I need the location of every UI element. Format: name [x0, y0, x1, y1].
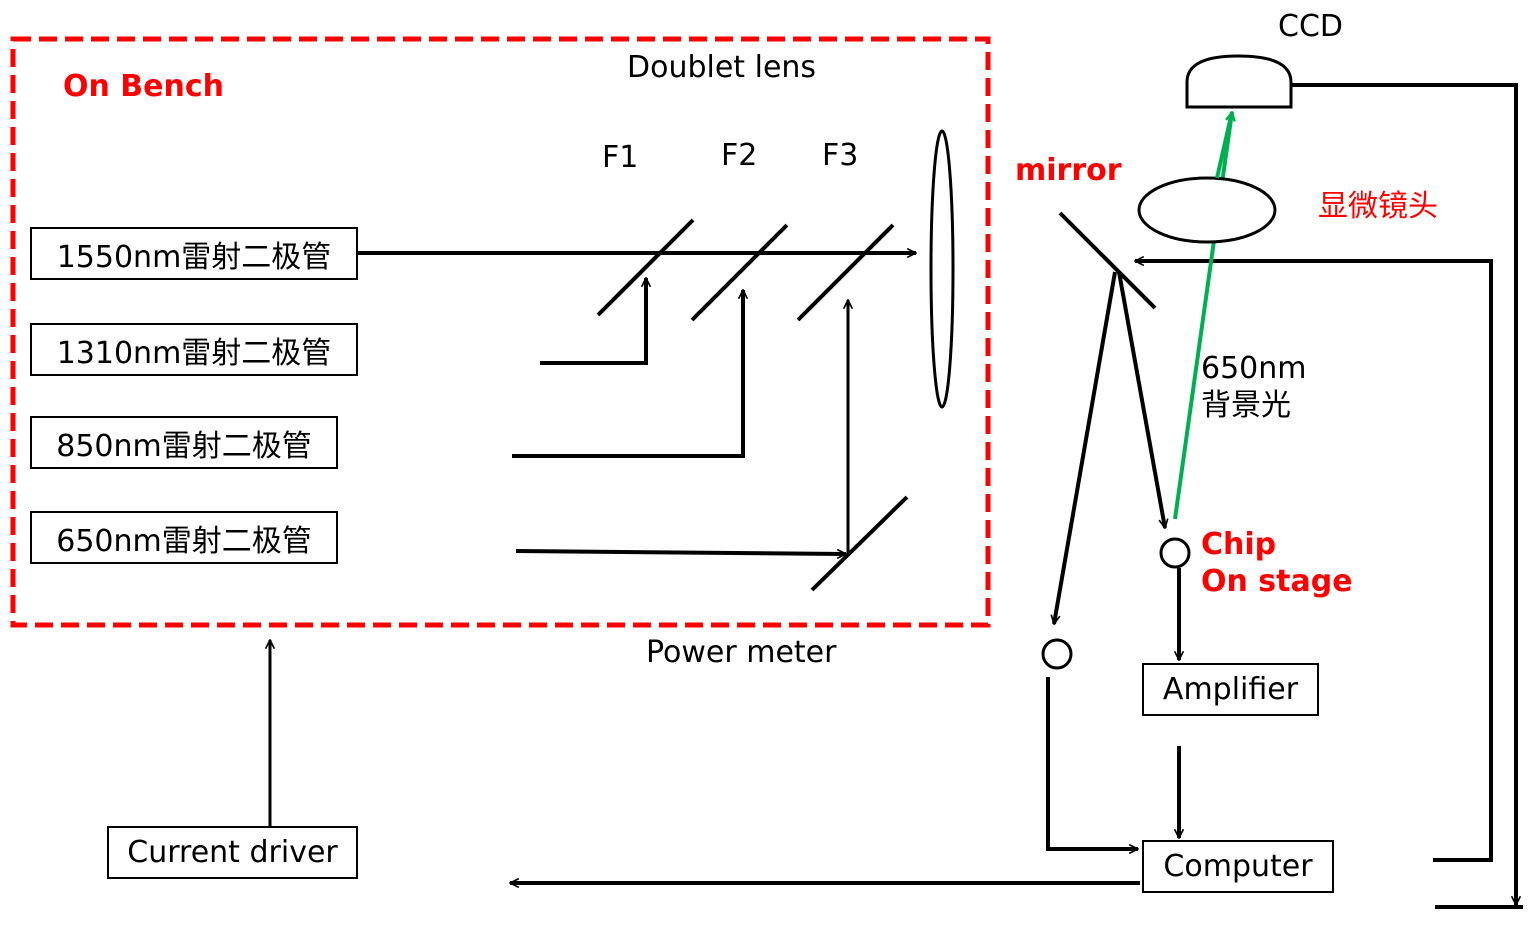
- laser-1310nm-box: 1310nm雷射二极管: [30, 323, 358, 376]
- beam-850: [512, 290, 743, 458]
- chip-label: Chip: [1201, 527, 1277, 562]
- ccd-cable: [1292, 83, 1516, 905]
- doublet-lens: [929, 129, 955, 409]
- filter-f2-label: F2: [721, 138, 758, 173]
- laser-1550nm-box: 1550nm雷射二极管: [30, 227, 358, 280]
- fold-mirror-650: [810, 495, 909, 592]
- backlight-label-text: 背景光: [1201, 388, 1291, 423]
- beam-to-chip: [1117, 271, 1165, 528]
- computer-box: Computer: [1142, 840, 1334, 893]
- ccd-label: CCD: [1278, 9, 1343, 44]
- filter-f3-mirror: [796, 223, 895, 322]
- current-driver-box: Current driver: [107, 826, 358, 879]
- fiber-to-mirror: [1135, 261, 1493, 262]
- amplifier-box: Amplifier: [1142, 663, 1319, 716]
- filter-f1-label: F1: [602, 140, 639, 175]
- filter-f2-mirror: [690, 223, 789, 322]
- beam-650: [515, 551, 846, 554]
- mirror-label: mirror: [1015, 153, 1122, 188]
- backlight-label-wavelength: 650nm: [1201, 351, 1307, 386]
- microscope-label: 显微镜头: [1318, 189, 1438, 224]
- backlight-beam: [1173, 112, 1232, 520]
- bench-title: On Bench: [63, 69, 225, 104]
- chip-on-stage: [1159, 537, 1191, 569]
- power-meter-label: Power meter: [646, 635, 837, 670]
- backlight-beam-upper: [1215, 112, 1232, 179]
- filter-f3-label: F3: [822, 138, 859, 173]
- beam-1310: [540, 278, 646, 365]
- laser-850nm-box: 850nm雷射二极管: [30, 416, 338, 469]
- doublet-lens-label: Doublet lens: [627, 50, 817, 85]
- mirror: [1058, 211, 1157, 310]
- stage-label: On stage: [1201, 564, 1353, 599]
- power-meter-to-computer: [1046, 677, 1138, 849]
- beam-to-power-meter: [1054, 271, 1117, 624]
- power-meter-detector: [1041, 638, 1073, 670]
- ccd-camera: [1185, 54, 1293, 109]
- laser-650nm-box: 650nm雷射二极管: [30, 511, 338, 564]
- filter-f1-mirror: [596, 218, 695, 317]
- microscope-lens: [1137, 176, 1277, 244]
